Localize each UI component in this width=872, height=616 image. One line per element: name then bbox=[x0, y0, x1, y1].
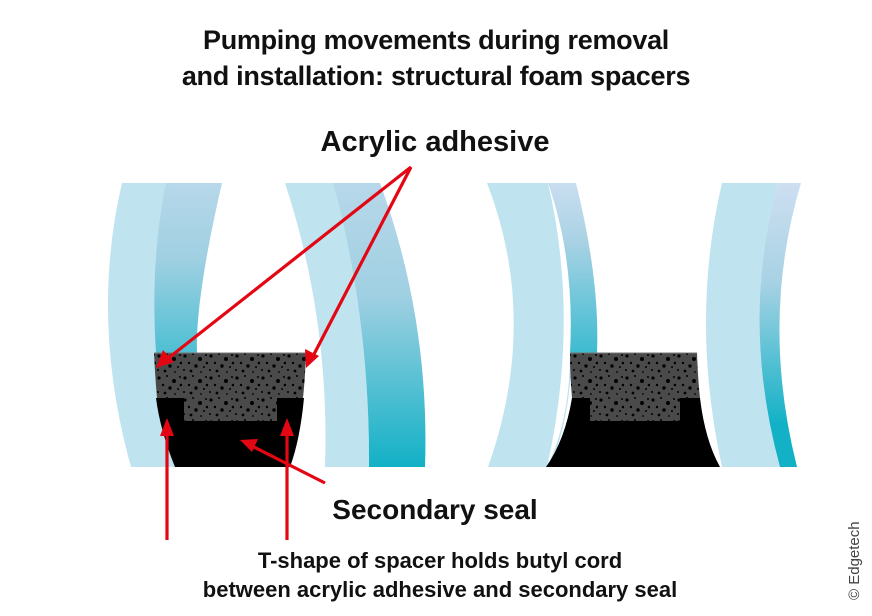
arrow-head-tshape-left bbox=[160, 418, 174, 436]
left-unit-pane-left-inner bbox=[154, 183, 222, 353]
label-secondary-seal: Secondary seal bbox=[332, 494, 538, 525]
arrow-head-acrylic-right bbox=[305, 349, 319, 368]
arrow-secondary-seal bbox=[249, 443, 326, 485]
arrow-head-secondary-seal bbox=[240, 439, 258, 452]
label-t-shape-line-2: between acrylic adhesive and secondary s… bbox=[202, 577, 678, 602]
left-unit bbox=[107, 183, 426, 467]
right-unit-pane-right-inner bbox=[706, 183, 780, 467]
title-line-2: and installation: structural foam spacer… bbox=[181, 61, 691, 91]
left-unit-pane-right-inner bbox=[285, 183, 370, 467]
title-line-1: Pumping movements during removal bbox=[203, 25, 669, 55]
arrow-acrylic-left bbox=[165, 165, 412, 362]
left-unit-pane-left-outer bbox=[107, 183, 171, 467]
arrow-acrylic-right bbox=[309, 166, 413, 361]
label-acrylic-adhesive: Acrylic adhesive bbox=[320, 126, 550, 158]
arrow-head-acrylic-left bbox=[156, 350, 174, 368]
right-unit-pane-right-outer bbox=[759, 183, 801, 467]
label-t-shape-line-1: T-shape of spacer holds butyl cord bbox=[257, 548, 623, 573]
right-unit bbox=[487, 183, 801, 467]
right-unit-foam-spacer bbox=[570, 353, 700, 421]
copyright-notice: © Edgetech bbox=[846, 521, 863, 600]
annotation-arrows bbox=[156, 165, 413, 540]
right-unit-pane-left-inner bbox=[548, 183, 598, 353]
label-t-shape: T-shape of spacer holds butyl cord betwe… bbox=[140, 546, 740, 604]
right-unit-pane-left-outer bbox=[487, 183, 564, 467]
left-unit-foam-spacer bbox=[154, 353, 306, 421]
left-unit-pane-right-outer bbox=[333, 183, 426, 467]
arrow-head-tshape-right bbox=[280, 418, 294, 436]
diagram-title: Pumping movements during removal and ins… bbox=[0, 22, 872, 94]
